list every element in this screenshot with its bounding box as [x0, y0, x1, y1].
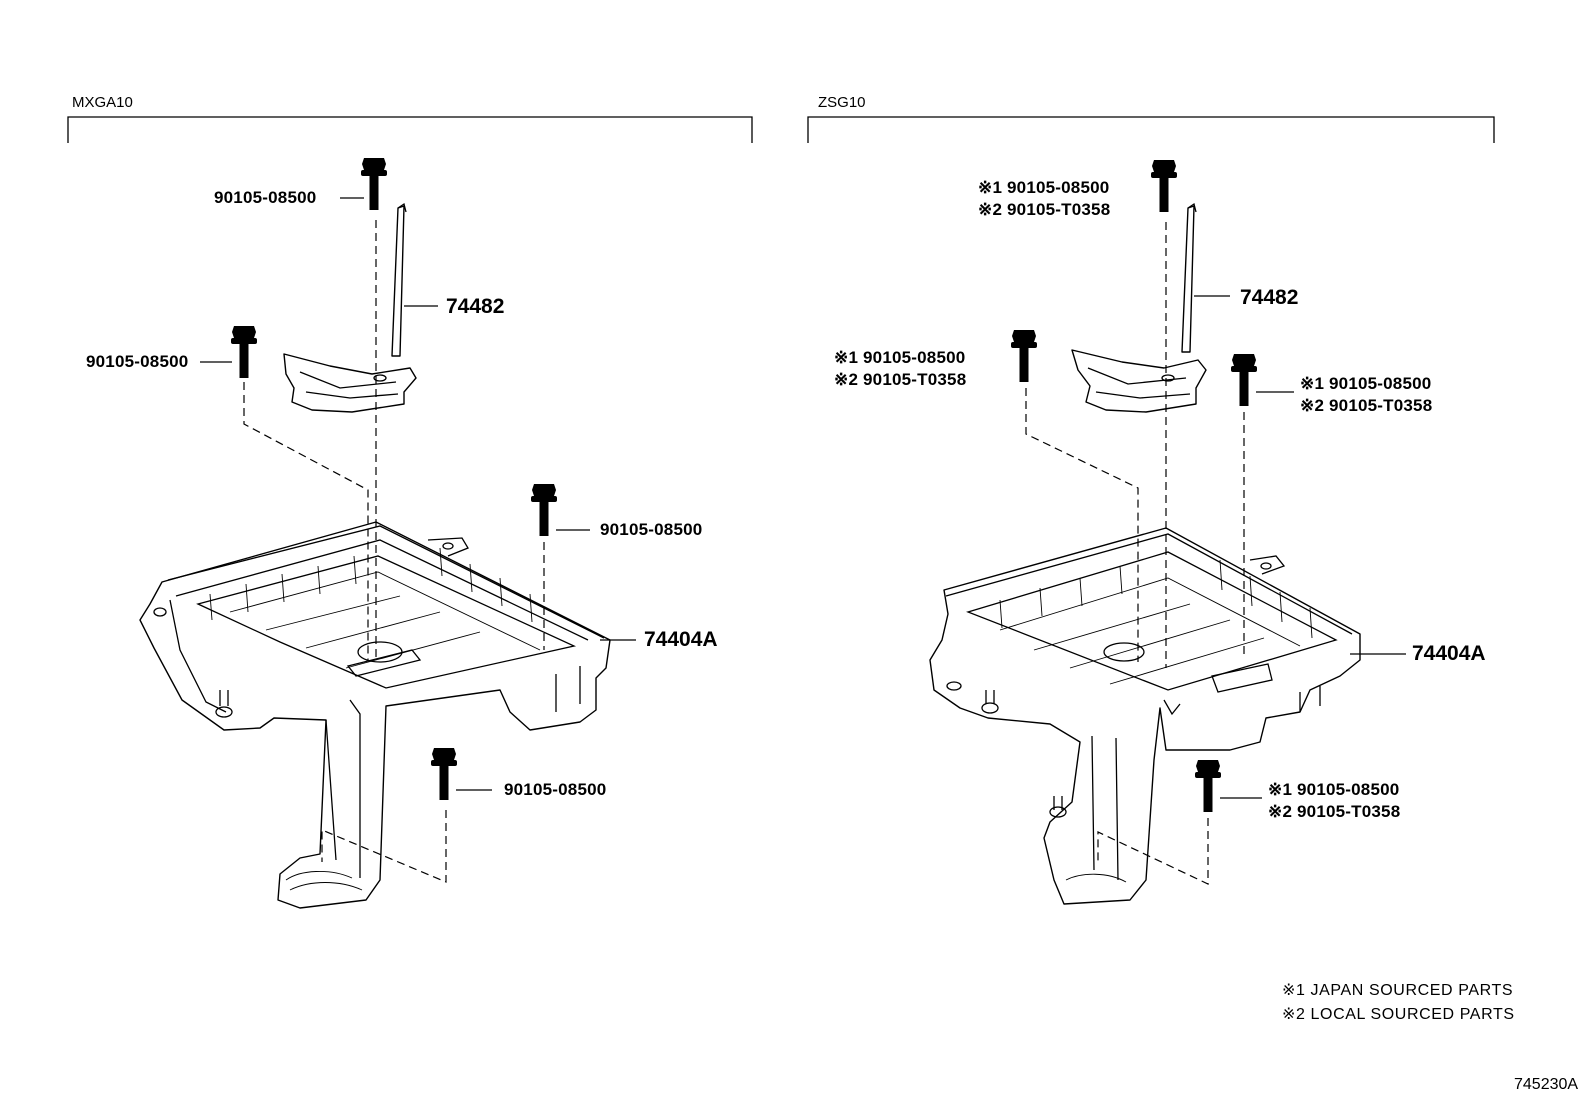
part-label-bolt-top-japan: ※1 90105-08500: [978, 178, 1110, 197]
flange-bolt-icon: [431, 748, 457, 800]
flange-bolt-icon: [1231, 354, 1257, 406]
battery-tray-icon: [139, 521, 611, 909]
part-label-clamp: 74482: [1240, 286, 1299, 309]
battery-tray-icon: [929, 527, 1361, 905]
flange-bolt-icon: [1151, 160, 1177, 212]
part-label-bolt-top-local: ※2 90105-T0358: [978, 200, 1111, 219]
part-label-bolt-top: 90105-08500: [214, 188, 317, 207]
part-label-bolt-right: 90105-08500: [600, 520, 703, 539]
part-label-bolt-bottom-japan: ※1 90105-08500: [1268, 780, 1400, 799]
legend-japan-sourced: ※1 JAPAN SOURCED PARTS: [1282, 982, 1514, 999]
flange-bolt-icon: [231, 326, 257, 378]
left-assembly: [139, 158, 636, 909]
flange-bolt-icon: [1195, 760, 1221, 812]
part-label-bolt-left-local: ※2 90105-T0358: [834, 370, 967, 389]
part-label-bolt-left: 90105-08500: [86, 352, 189, 371]
part-label-clamp: 74482: [446, 295, 505, 318]
part-label-bolt-bottom: 90105-08500: [504, 780, 607, 799]
section-bracket-right: [807, 116, 1495, 143]
section-bracket-left: [67, 116, 753, 143]
part-label-bolt-bottom-local: ※2 90105-T0358: [1268, 802, 1401, 821]
flange-bolt-icon: [531, 484, 557, 536]
flange-bolt-icon: [1011, 330, 1037, 382]
figure-id: 745230A: [1514, 1076, 1579, 1093]
part-label-bolt-right-local: ※2 90105-T0358: [1300, 396, 1433, 415]
part-label-bolt-right-japan: ※1 90105-08500: [1300, 374, 1432, 393]
battery-clamp-icon: [1071, 202, 1207, 413]
part-label-bolt-left-japan: ※1 90105-08500: [834, 348, 966, 367]
right-assembly: [929, 160, 1406, 905]
flange-bolt-icon: [361, 158, 387, 210]
part-label-tray: 74404A: [1412, 642, 1486, 665]
section-title-mxga10: MXGA10: [72, 94, 133, 111]
section-title-zsg10: ZSG10: [818, 94, 866, 111]
part-label-tray: 74404A: [644, 628, 718, 651]
legend-local-sourced: ※2 LOCAL SOURCED PARTS: [1282, 1006, 1515, 1023]
battery-clamp-icon: [283, 202, 417, 413]
